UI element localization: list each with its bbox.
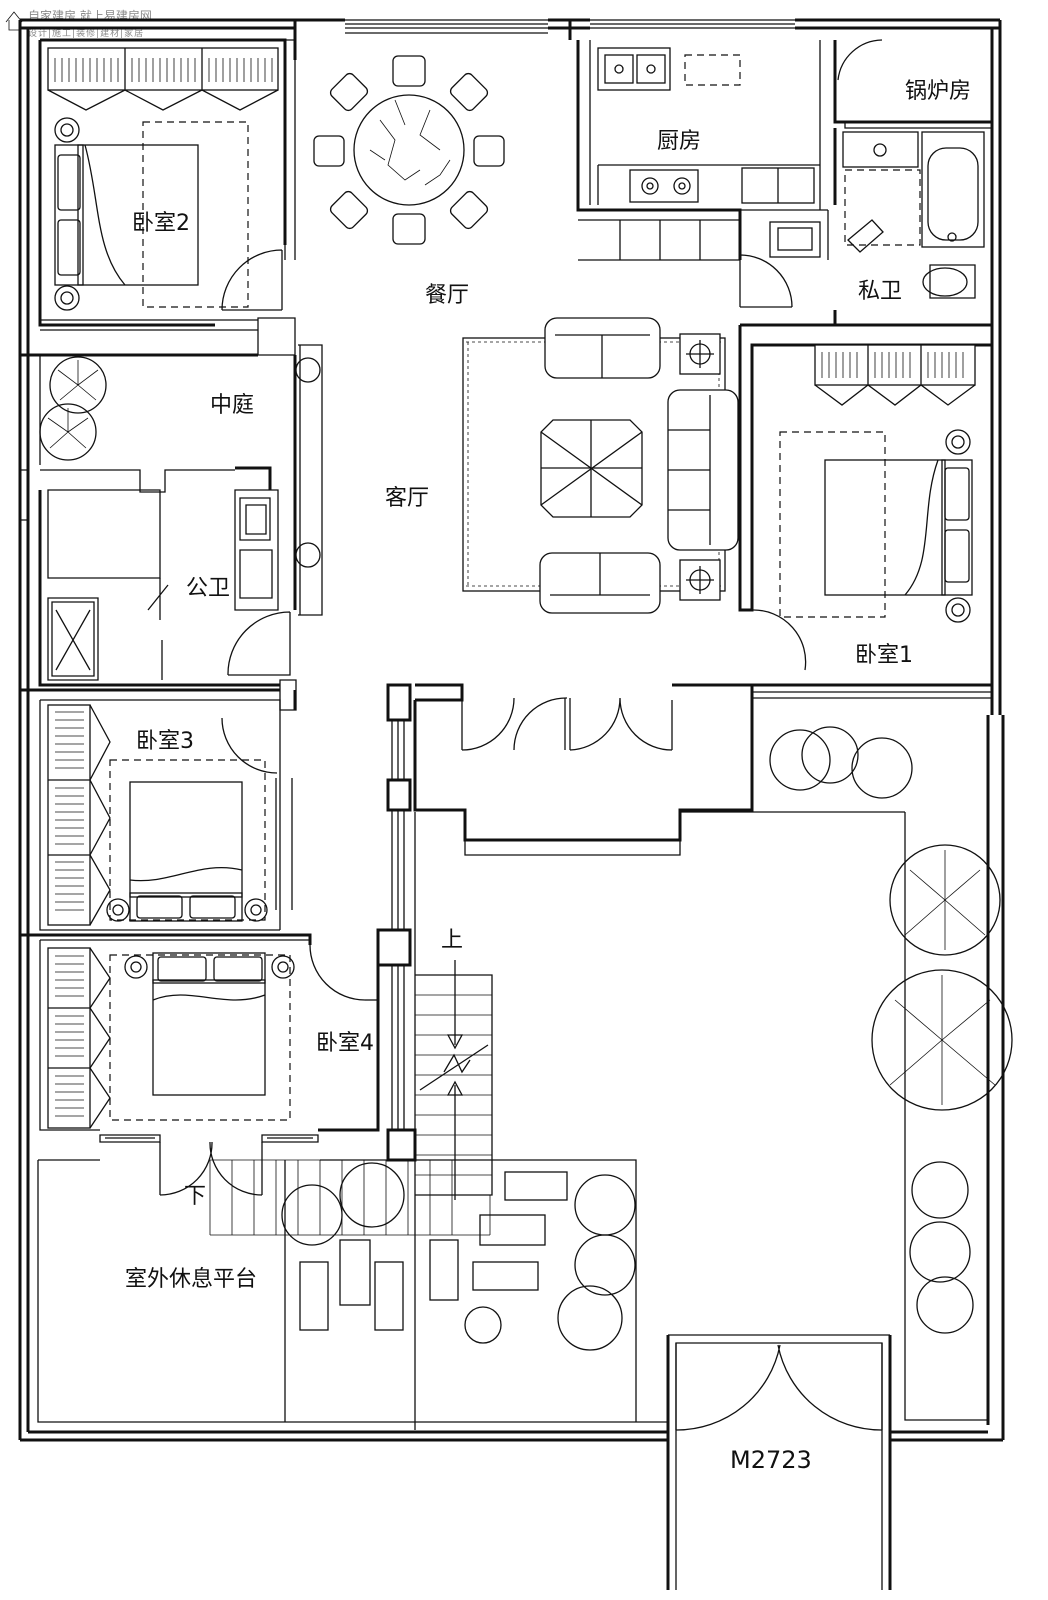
label-public-bath: 公卫 (186, 576, 230, 601)
staircase: 上 下 (184, 928, 493, 1236)
label-boiler-room: 锅炉房 (905, 79, 971, 104)
kitchen-fixtures (578, 47, 821, 261)
living-room-furniture (462, 317, 739, 614)
plants (39, 356, 1013, 1351)
label-courtyard: 中庭 (210, 393, 254, 418)
label-living-room: 客厅 (385, 486, 429, 511)
label-bedroom3: 卧室3 (136, 729, 194, 754)
outer-walls (18, 18, 1005, 1442)
terrace-furniture (299, 1171, 568, 1344)
label-bedroom4: 卧室4 (316, 1031, 374, 1056)
label-outdoor-terrace: 室外休息平台 (125, 1267, 257, 1292)
watermark-line2: 设计|施工|装修|建材|家居 (28, 27, 144, 39)
stair-down-label: 下 (184, 1184, 206, 1209)
room-labels: 卧室2 餐厅 厨房 锅炉房 私卫 中庭 客厅 公卫 卧室1 卧室3 卧室4 室外… (125, 79, 971, 1474)
entrance (666, 1334, 892, 1590)
label-bedroom1: 卧室1 (855, 643, 913, 668)
beds (54, 117, 973, 1121)
dining-table (313, 55, 505, 245)
label-kitchen: 厨房 (657, 129, 701, 154)
wardrobes (47, 47, 976, 1129)
private-bath-fixtures (842, 131, 985, 299)
stair-up-label: 上 (441, 928, 463, 953)
door-code-label: M2723 (730, 1446, 812, 1474)
label-dining: 餐厅 (425, 283, 469, 308)
label-private-bath: 私卫 (858, 279, 902, 304)
label-bedroom2: 卧室2 (132, 211, 190, 236)
